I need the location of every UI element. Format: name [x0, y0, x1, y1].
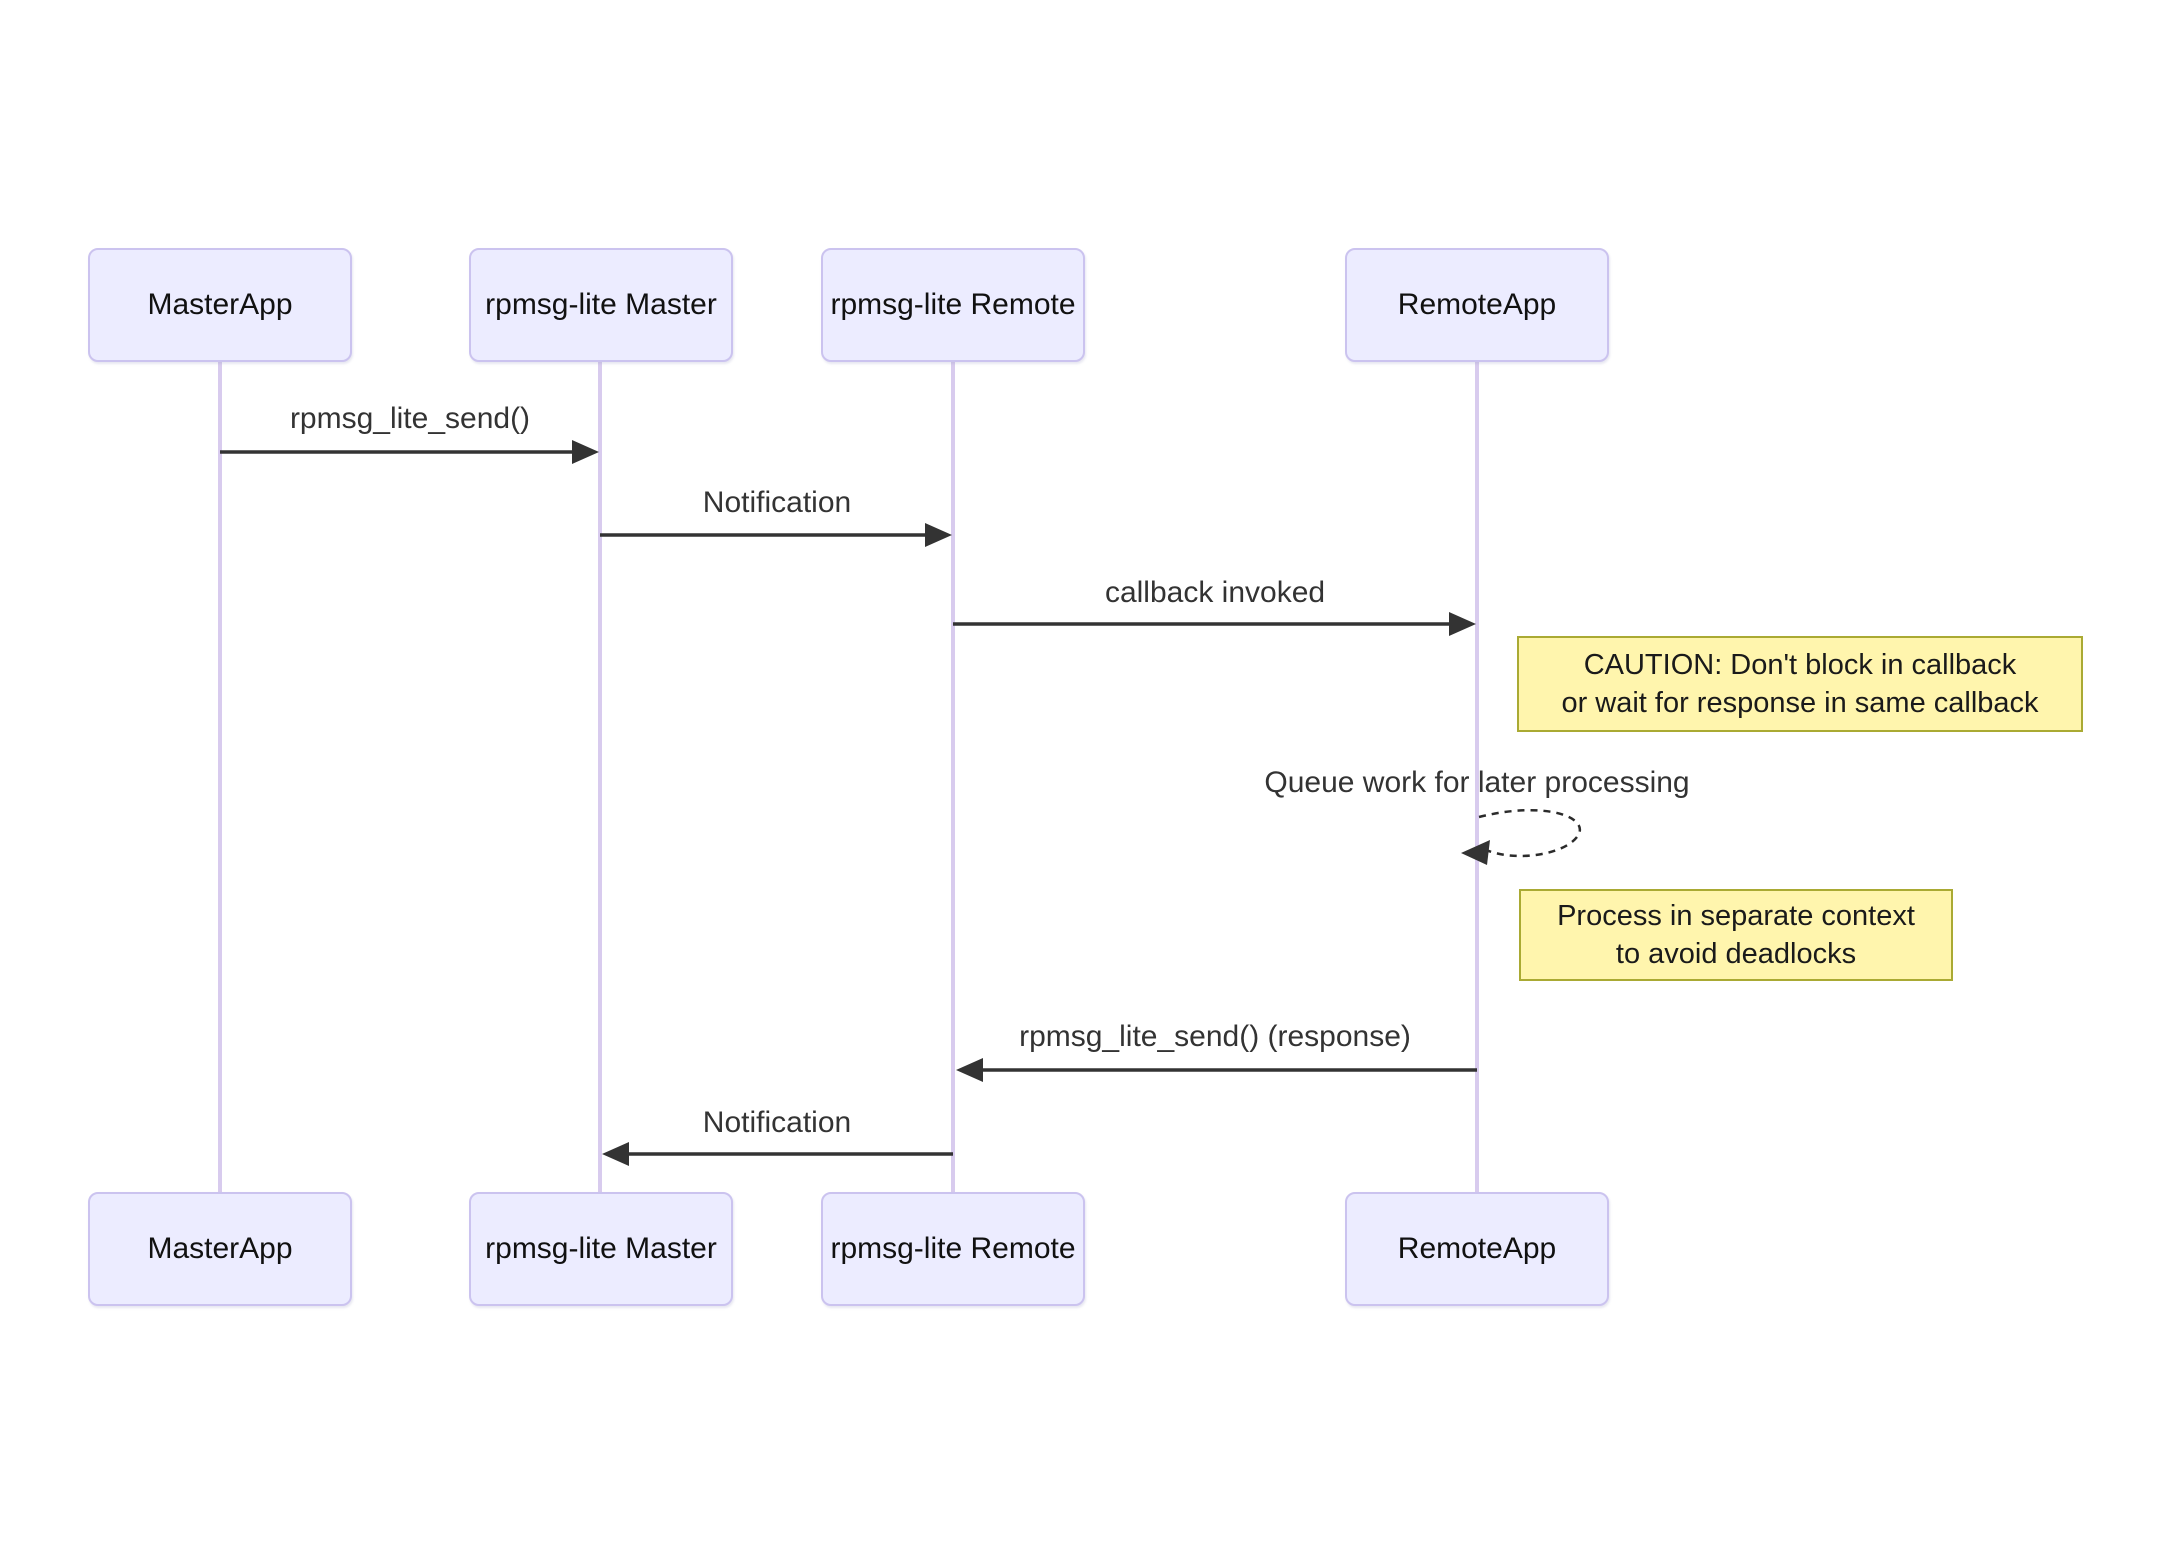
self-loop-dashed-curve	[1478, 809, 1581, 858]
note-caution: CAUTION: Don't block in callback or wait…	[1517, 636, 2083, 732]
note-process-line-1: Process in separate context	[1557, 900, 1915, 932]
note-process-line-2: to avoid deadlocks	[1615, 938, 1857, 970]
actor-top-rpmsg-lite-remote: rpmsg-lite Remote	[821, 248, 1085, 362]
actor-top-remoteapp: RemoteApp	[1345, 248, 1609, 362]
actor-top-rpmsg-lite-master: rpmsg-lite Master	[469, 248, 733, 362]
arrowhead-left-icon	[1461, 840, 1490, 865]
message-label-notification-2: Notification	[702, 1106, 852, 1139]
arrowhead-right-icon	[572, 440, 599, 464]
message-label-queue-work: Queue work for later processing	[1264, 766, 1690, 799]
arrowhead-right-icon	[925, 523, 952, 547]
message-label-rpmsg-lite-send: rpmsg_lite_send()	[289, 402, 531, 435]
note-caution-line-2: or wait for response in same callback	[1561, 687, 2039, 719]
message-label-callback-invoked: callback invoked	[1104, 576, 1326, 609]
note-caution-line-1: CAUTION: Don't block in callback	[1583, 649, 2017, 681]
actor-bottom-masterapp: MasterApp	[88, 1192, 352, 1306]
message-label-rpmsg-lite-send-response: rpmsg_lite_send() (response)	[1019, 1020, 1411, 1053]
arrowhead-left-icon	[602, 1142, 629, 1166]
note-process-separate-context: Process in separate context to avoid dea…	[1519, 889, 1953, 981]
arrowhead-left-icon	[956, 1058, 983, 1082]
actor-top-masterapp: MasterApp	[88, 248, 352, 362]
actor-bottom-remoteapp: RemoteApp	[1345, 1192, 1609, 1306]
actor-bottom-rpmsg-lite-remote: rpmsg-lite Remote	[821, 1192, 1085, 1306]
arrowhead-right-icon	[1449, 612, 1476, 636]
actor-bottom-rpmsg-lite-master: rpmsg-lite Master	[469, 1192, 733, 1306]
message-label-notification-1: Notification	[702, 486, 852, 519]
